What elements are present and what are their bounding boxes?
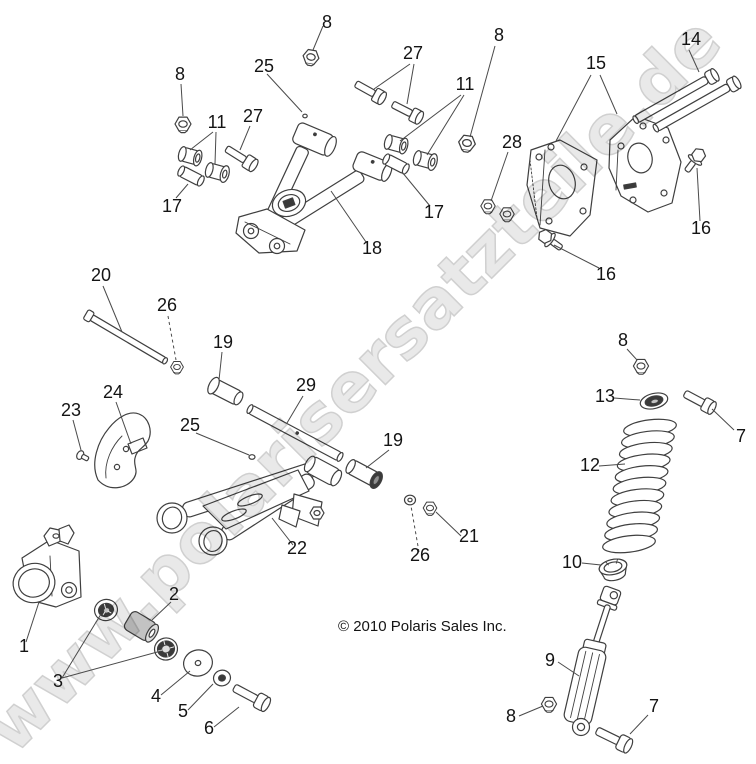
callout-11: 11 bbox=[456, 74, 475, 94]
callout-11: 11 bbox=[208, 112, 227, 132]
spring-retainer-13 bbox=[639, 392, 669, 410]
pivot-bracket-left bbox=[526, 139, 598, 237]
callout-25: 25 bbox=[254, 56, 274, 76]
leader-lines bbox=[25, 25, 735, 735]
pivot-bracket-right bbox=[608, 115, 682, 213]
callout-3: 3 bbox=[53, 671, 63, 691]
nut-8-top bbox=[301, 48, 321, 68]
bushing-2 bbox=[123, 611, 160, 643]
bolt-7-top bbox=[683, 390, 717, 415]
callout-21: 21 bbox=[459, 526, 479, 546]
callout-29: 29 bbox=[296, 375, 316, 395]
sleeve-19-left bbox=[207, 376, 244, 406]
spring-retainer-10 bbox=[598, 558, 628, 582]
guard-shield-24 bbox=[94, 412, 151, 489]
callout-4: 4 bbox=[151, 686, 161, 706]
nut-8-bottom bbox=[540, 696, 558, 713]
callout-8: 8 bbox=[322, 12, 332, 32]
bushing-11d bbox=[411, 148, 440, 172]
fitting-25-top bbox=[302, 113, 308, 119]
bushing-11a bbox=[176, 144, 205, 168]
nut-21 bbox=[422, 501, 438, 516]
bolt-27-mid1 bbox=[354, 80, 388, 106]
cross-shaft-29 bbox=[246, 404, 344, 462]
shock-absorber-9 bbox=[563, 585, 622, 737]
callout-5: 5 bbox=[178, 701, 188, 721]
tube-17a bbox=[175, 164, 207, 188]
washer-26-right bbox=[403, 494, 417, 506]
exploded-parts-artwork bbox=[12, 48, 742, 754]
fitting-25-bottom bbox=[248, 454, 256, 460]
upper-a-arm bbox=[235, 122, 393, 255]
callout-20: 20 bbox=[91, 265, 111, 285]
callout-10: 10 bbox=[562, 552, 582, 572]
callout-8: 8 bbox=[175, 64, 185, 84]
washer-4 bbox=[183, 649, 213, 677]
callout-19: 19 bbox=[383, 430, 403, 450]
callout-28: 28 bbox=[502, 132, 522, 152]
callout-8: 8 bbox=[618, 330, 628, 350]
bearing-carrier-1 bbox=[12, 524, 82, 608]
callout-19: 19 bbox=[213, 332, 233, 352]
callout-2: 2 bbox=[169, 584, 179, 604]
callout-15: 15 bbox=[586, 53, 606, 73]
long-bolt-14b bbox=[652, 75, 742, 133]
callout-12: 12 bbox=[580, 455, 600, 475]
callout-13: 13 bbox=[595, 386, 615, 406]
callout-17: 17 bbox=[424, 202, 444, 222]
copyright-text: © 2010 Polaris Sales Inc. bbox=[338, 618, 507, 635]
callout-22: 22 bbox=[287, 538, 307, 558]
callout-26: 26 bbox=[157, 295, 177, 315]
coil-spring-12 bbox=[602, 418, 677, 554]
callout-27: 27 bbox=[403, 43, 423, 63]
nut-8-mid bbox=[456, 134, 477, 154]
rivet-23 bbox=[76, 450, 90, 462]
bolt-27-mid2 bbox=[391, 101, 425, 125]
callout-16: 16 bbox=[596, 264, 616, 284]
pivot-shaft-20 bbox=[83, 309, 169, 365]
sleeve-19-right bbox=[345, 459, 383, 489]
callout-9: 9 bbox=[545, 650, 555, 670]
callout-25: 25 bbox=[180, 415, 200, 435]
bolt-7-bottom bbox=[595, 727, 634, 754]
callout-8: 8 bbox=[494, 25, 504, 45]
callout-26: 26 bbox=[410, 545, 430, 565]
bolt-6 bbox=[232, 684, 272, 713]
callout-16: 16 bbox=[691, 218, 711, 238]
callout-24: 24 bbox=[103, 382, 123, 402]
callout-23: 23 bbox=[61, 400, 81, 420]
long-bolt-14a bbox=[632, 68, 720, 125]
bolt-27-left bbox=[224, 145, 259, 173]
callout-7: 7 bbox=[736, 426, 746, 446]
callout-8: 8 bbox=[506, 706, 516, 726]
nut-8-right bbox=[632, 358, 650, 375]
nut-8-left bbox=[174, 116, 192, 134]
callout-14: 14 bbox=[681, 29, 701, 49]
flange-bolt-16a bbox=[684, 148, 707, 173]
bushing-3b bbox=[153, 637, 179, 661]
callout-7: 7 bbox=[649, 696, 659, 716]
bushing-11b bbox=[203, 160, 232, 184]
lower-control-arm bbox=[156, 455, 343, 556]
callout-27: 27 bbox=[243, 106, 263, 126]
callout-1: 1 bbox=[19, 636, 29, 656]
callout-labels: 8 25 8 27 11 17 18 27 8 11 17 28 15 14 1… bbox=[19, 12, 746, 738]
nut-26-left bbox=[170, 361, 184, 375]
callout-18: 18 bbox=[362, 238, 382, 258]
callout-17: 17 bbox=[162, 196, 182, 216]
callout-6: 6 bbox=[204, 718, 214, 738]
spacer-5 bbox=[212, 669, 232, 687]
